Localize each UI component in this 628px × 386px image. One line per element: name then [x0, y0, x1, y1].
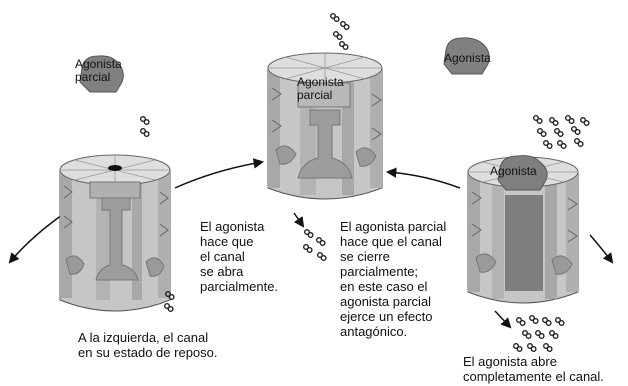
channel-middle: [267, 52, 383, 200]
ion-icon: [554, 127, 564, 138]
ion-icon: [565, 114, 575, 125]
ion-icon: [549, 116, 559, 127]
ion-icon: [557, 139, 567, 150]
partial-agonist-blob: [79, 55, 124, 93]
agonist-free-label: Agonista: [444, 51, 491, 65]
ion-icon: [339, 41, 349, 50]
ion-icon: [543, 343, 553, 352]
middle-right-caption: El agonista parcial hace que el canal se…: [340, 219, 447, 339]
ion-icon: [529, 315, 539, 324]
ion-icon: [535, 330, 545, 339]
ion-icon: [317, 251, 327, 261]
arrow-icon: [174, 158, 265, 189]
ion-icon: [533, 114, 543, 125]
ion-icon: [163, 303, 174, 312]
ion-icon: [333, 31, 343, 40]
ion-icon: [330, 12, 340, 22]
middle-left-caption: El agonista hace que el canal se abra pa…: [200, 219, 279, 294]
ion-icon: [580, 116, 590, 127]
agonist-bound-label: Agonista: [490, 164, 537, 178]
ion-icon: [340, 21, 350, 30]
ion-icon: [574, 137, 584, 148]
left-caption: A la izquierda, el canal en su estado de…: [78, 330, 218, 360]
ions-right-top: [533, 114, 590, 150]
ion-icon: [543, 139, 553, 150]
ion-icon: [537, 127, 547, 138]
agonist-blob: [443, 37, 490, 75]
ions-middle-bottom: [303, 228, 327, 261]
right-caption: El agonista abre completamente el canal.: [463, 354, 604, 384]
ions-top-middle: [330, 12, 350, 50]
partial-agonist-free-label: Agonista parcial: [75, 57, 122, 84]
ion-icon: [303, 243, 313, 254]
ion-icon: [571, 125, 581, 136]
ion-icon: [549, 330, 559, 339]
ion-icon: [522, 330, 532, 339]
arrow-icon: [8, 214, 63, 264]
partial-agonist-bound-label: Agonista parcial: [297, 75, 344, 102]
ion-icon: [139, 115, 150, 126]
ion-icon: [304, 228, 314, 239]
channel-right: [467, 155, 579, 304]
ions-right-bottom: [513, 315, 565, 352]
ion-icon: [139, 127, 150, 138]
ion-icon: [542, 317, 552, 326]
arrow-icon: [293, 212, 305, 228]
ion-icon: [516, 317, 526, 326]
ions-left-top: [139, 115, 150, 138]
ion-icon: [527, 343, 537, 352]
arrow-icon: [589, 234, 614, 264]
ion-icon: [513, 343, 523, 352]
arrow-icon: [494, 310, 512, 329]
channel-left: [59, 154, 171, 312]
ion-icon: [316, 236, 326, 247]
arrow-icon: [385, 167, 461, 189]
ion-icon: [555, 317, 565, 326]
